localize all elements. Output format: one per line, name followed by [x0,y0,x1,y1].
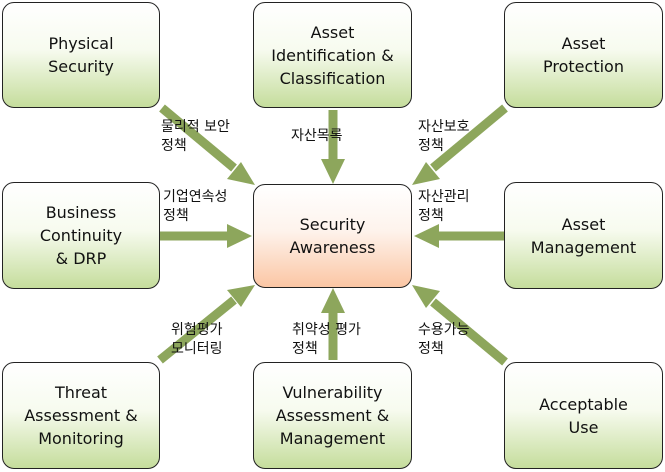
node-acceptable-use: Acceptable Use [504,362,663,469]
arrow-asset-protection-to-center [412,104,508,185]
arrow-asset-mgmt-to-center [414,224,504,248]
label-physical-policy: 물리적 보안 정책 [161,119,230,154]
node-asset-management: Asset Management [504,182,663,289]
label-business-policy: 기업연속성 정책 [163,189,228,224]
node-security-awareness: Security Awareness [253,184,412,288]
arrow-threat-to-center [157,285,255,364]
arrow-acceptable-to-center [412,285,508,366]
node-vulnerability-assessment: Vulnerability Assessment & Management [253,362,412,469]
label-asset-list: 자산목록 [291,128,343,144]
node-business-continuity: Business Continuity & DRP [2,182,160,289]
arrow-physical-to-center [159,104,255,185]
arrow-asset-id-to-center [321,110,345,184]
node-asset-protection: Asset Protection [504,2,663,108]
label-threat-monitoring: 위험평가 모니터링 [171,322,223,357]
label-asset-protection-policy: 자산보호 정책 [418,119,470,154]
arrow-vulnerability-to-center [321,288,345,360]
label-acceptable-policy: 수용가능 정책 [418,322,470,357]
label-vulnerability-policy: 취약성 평가 정책 [292,322,361,357]
arrow-business-to-center [160,224,252,248]
node-asset-identification: Asset Identification & Classification [253,2,412,108]
node-physical-security: Physical Security [2,2,160,108]
label-asset-management-policy: 자산관리 정책 [418,189,470,224]
node-threat-assessment: Threat Assessment & Monitoring [2,362,160,469]
